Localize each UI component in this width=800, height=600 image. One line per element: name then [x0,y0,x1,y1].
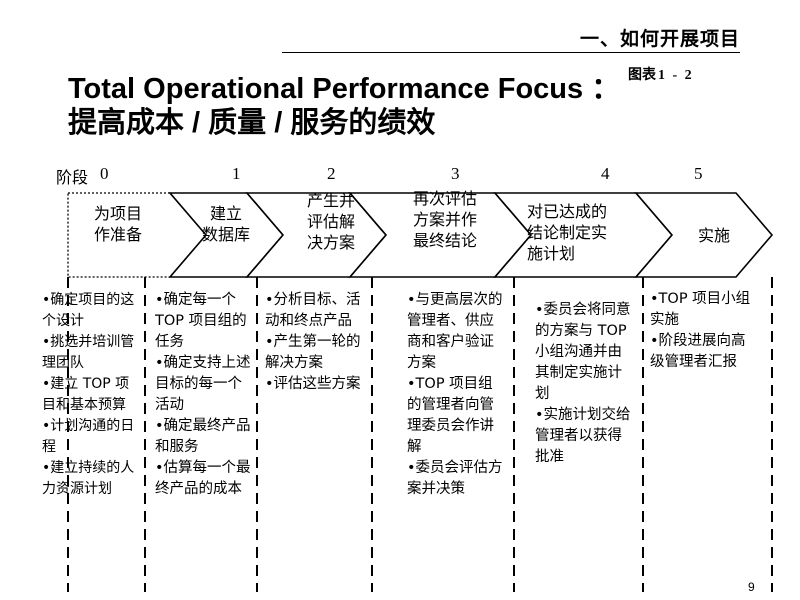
figure-label-number: 1 - 2 [658,68,694,83]
stage-name-1-line-1: 建立 [209,204,242,223]
stage-number-3: 3 [451,164,460,183]
stage-name-4-line-3: 施计划 [527,244,576,263]
stage-0-activities: •确定项目的这个设计 •挑选并培训管理团队 •建立 TOP 项目和基本预算 •计… [42,290,142,500]
activity-item: •与更高层次的管理者、供应商和客户验证方案 [407,292,503,371]
stage-name-0: 为项目 作准备 [80,203,156,245]
stage-name-2-line-1: 产生并 [306,191,355,210]
stage-name-2-line-2: 评估解 [306,212,355,231]
stage-name-2: 产生并 评估解 决方案 [296,190,366,253]
section-title: 一、如何开展项目 [579,28,740,50]
main-title: Total Operational Performance Focus ：提高成… [68,73,621,139]
stage-name-3-line-2: 方案并作 [412,210,477,229]
stage-name-0-line-1: 为项目 [93,204,142,223]
stage-label: 阶段 [56,168,89,187]
figure-label-prefix: 图表 [628,67,656,83]
stage-name-0-line-2: 作准备 [93,225,142,244]
activity-item: •分析目标、活动和终点产品 [265,292,361,329]
stage-number-1: 1 [232,164,241,183]
stage-name-4-line-1: 对已达成的 [527,202,608,221]
stage-name-1-line-2: 数据库 [201,225,250,244]
stage-name-3: 再次评估 方案并作 最终结论 [400,188,490,251]
stage-name-1: 建立 数据库 [198,203,254,245]
stage-2-activities: •分析目标、活动和终点产品 •产生第一轮的解决方案 •评估这些方案 [265,290,367,395]
stage-name-4-line-2: 结论制定实 [527,223,608,242]
activity-item: •确定项目的这个设计 [42,292,135,329]
stage-row: 阶段 0 1 2 3 4 5 [0,164,800,187]
chevron-stage-5 [634,192,774,278]
stage-name-4: 对已达成的 结论制定实 施计划 [527,201,645,264]
activity-item: •建立持续的人力资源计划 [42,460,135,497]
activity-item: •阶段进展向高级管理者汇报 [650,333,746,370]
activity-item: •产生第一轮的解决方案 [265,334,361,371]
activity-item: •建立 TOP 项目和基本预算 [42,376,130,413]
activity-item: •实施计划交给管理者以获得批准 [535,407,631,465]
stage-number-0: 0 [100,164,109,183]
stage-name-2-line-3: 决方案 [306,233,355,252]
activity-item: •挑选并培训管理团队 [42,334,135,371]
stage-number-2: 2 [327,164,336,183]
activity-item: •评估这些方案 [265,376,361,392]
stage-5-activities: •TOP 项目小组实施 •阶段进展向高级管理者汇报 [650,289,760,373]
stage-name-3-line-1: 再次评估 [412,189,477,208]
activity-item: •委员会将同意的方案与 TOP 小组沟通并由其制定实施计划 [535,302,631,402]
stage-4-activities: •委员会将同意的方案与 TOP 小组沟通并由其制定实施计划 •实施计划交给管理者… [535,300,635,468]
stage-name-5: 实施 [684,225,744,246]
page-number: 9 [748,580,755,594]
stage-3-activities: •与更高层次的管理者、供应商和客户验证方案 •TOP 项目组的管理者向管理委员会… [407,290,507,500]
stage-number-4: 4 [601,164,610,183]
title-rule [282,52,740,53]
activity-item: •委员会评估方案并决策 [407,460,503,497]
activity-item: •TOP 项目小组实施 [650,291,751,328]
stage-name-5-line-1: 实施 [697,226,730,245]
activity-item: •计划沟通的日程 [42,418,135,455]
stage-1-activities: •确定每一个 TOP 项目组的任务 •确定支持上述目标的每一个活动 •确定最终产… [155,290,253,500]
activity-item: •确定每一个 TOP 项目组的任务 [155,292,247,350]
stage-name-3-line-3: 最终结论 [412,231,477,250]
activity-item: •确定最终产品和服务 [155,418,251,455]
stage-number-5: 5 [694,164,703,183]
activity-item: •确定支持上述目标的每一个活动 [155,355,251,413]
activity-item: •TOP 项目组的管理者向管理委员会作讲解 [407,376,494,455]
activity-item: •估算每一个最终产品的成本 [155,460,251,497]
